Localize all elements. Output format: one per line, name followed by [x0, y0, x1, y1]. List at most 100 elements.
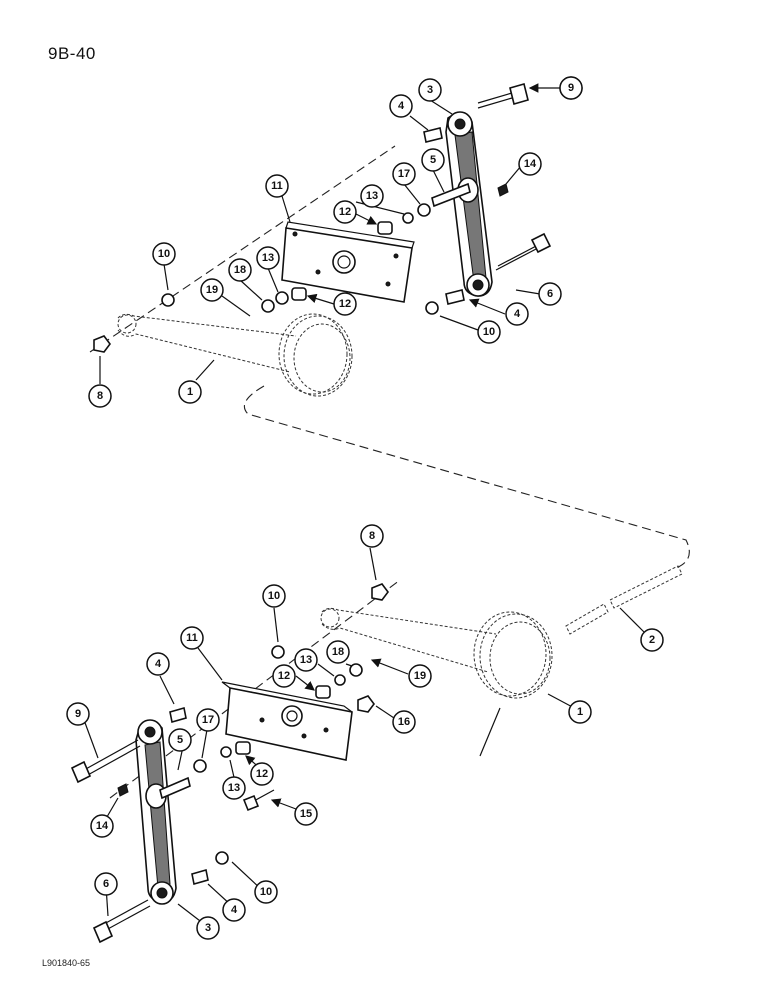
- callout-label: 4: [231, 904, 238, 916]
- callout-13-bottom-lower: 13: [222, 776, 246, 800]
- top-washer-13-upper: [402, 212, 414, 224]
- callout-label: 9: [75, 708, 81, 720]
- callout-label: 4: [514, 308, 521, 320]
- top-washer-13-lower: [275, 291, 289, 305]
- page-number: 9B-40: [48, 44, 96, 63]
- callout-12-bottom-upper: 12: [272, 664, 296, 688]
- bottom-bolt-15: [242, 789, 275, 812]
- callout-4-top-upper: 4: [389, 94, 413, 118]
- top-mounting-plate: [281, 221, 415, 303]
- callout-label: 11: [186, 632, 198, 644]
- callout-10-top-left: 10: [152, 242, 176, 266]
- callout-6-bottom: 6: [94, 872, 118, 896]
- bottom-pivot-pin: [159, 776, 191, 800]
- callout-5-top: 5: [421, 148, 445, 172]
- callout-label: 8: [97, 390, 103, 402]
- callout-1-top: 1: [178, 380, 202, 404]
- callout-2-bottom: 2: [640, 628, 664, 652]
- bottom-mounting-plate: [221, 681, 353, 761]
- callout-9-bottom: 9: [66, 702, 90, 726]
- bottom-nut-16: [357, 695, 375, 713]
- callouts-bottom: 1 2 3 4 4 5 6 8 9 10 10 11 12 12 13 13 1…: [66, 524, 664, 940]
- callout-label: 4: [398, 100, 405, 112]
- callout-8-bottom: 8: [360, 524, 384, 548]
- drawing-reference: L901840-65: [42, 958, 91, 968]
- callout-18-bottom: 18: [326, 640, 350, 664]
- callout-label: 13: [366, 190, 378, 202]
- callout-11-top: 11: [265, 174, 289, 198]
- callout-label: 3: [427, 84, 433, 96]
- rod-piece-2a: [565, 603, 609, 635]
- top-bolt-6: [495, 232, 552, 271]
- bottom-bushing-lower: [191, 868, 209, 886]
- top-nut-8: [93, 335, 111, 353]
- bottom-grease-fitting: [117, 783, 129, 797]
- callout-18-top: 18: [228, 258, 252, 282]
- top-washer-18: [261, 299, 275, 313]
- top-bushing-12-upper: [377, 221, 393, 235]
- top-alignment-axis: [89, 145, 396, 353]
- callout-14-bottom: 14: [90, 814, 114, 838]
- callout-8-top: 8: [88, 384, 112, 408]
- callout-label: 10: [158, 248, 170, 260]
- callout-9-top-label: 9: [559, 76, 583, 100]
- bottom-washer-18: [349, 663, 363, 677]
- callout-14-top: 14: [518, 152, 542, 176]
- callout-12-bottom-lower: 12: [250, 762, 274, 786]
- top-bushing-lower: [445, 289, 465, 305]
- callout-label: 13: [262, 252, 274, 264]
- callout-4-bottom-lower: 4: [222, 898, 246, 922]
- callout-label: 8: [369, 530, 375, 542]
- top-link-arm-phantom: [117, 313, 353, 397]
- callout-label: 12: [339, 206, 351, 218]
- callout-label: 12: [256, 768, 268, 780]
- top-bell-crank-lever: [445, 111, 493, 297]
- callout-label: 13: [228, 782, 240, 794]
- callout-label: 3: [205, 922, 211, 934]
- callouts-top: 1 3 4 4 5 6 8 10 10 11 12 12 13 13 14 17…: [88, 76, 583, 408]
- callout-10-top-right: 10: [477, 320, 501, 344]
- callout-17-top: 17: [392, 162, 416, 186]
- callout-label: 14: [96, 820, 109, 832]
- callout-label: 5: [430, 154, 436, 166]
- callout-4-bottom-upper: 4: [146, 652, 170, 676]
- callout-label: 19: [206, 284, 218, 296]
- callout-label: 10: [260, 886, 272, 898]
- callout-16-bottom: 16: [392, 710, 416, 734]
- bottom-bushing-12-upper: [315, 685, 331, 699]
- callout-label: 9: [568, 82, 574, 94]
- top-bushing-upper: [423, 127, 443, 143]
- bottom-washer-13-lower: [220, 746, 232, 758]
- callout-3-top: 3: [418, 78, 442, 102]
- callout-10-bottom-upper: 10: [262, 584, 286, 608]
- bottom-washer-10-upper: [271, 645, 285, 659]
- callout-17-bottom: 17: [196, 708, 220, 732]
- top-bolt-9: [477, 83, 529, 109]
- callout-11-bottom: 11: [180, 626, 204, 650]
- top-washer-10-left: [161, 293, 175, 307]
- top-washer-17: [417, 203, 431, 217]
- callout-10-bottom-lower: 10: [254, 880, 278, 904]
- bottom-nut-8: [371, 583, 389, 601]
- callout-label: 1: [187, 386, 193, 398]
- callout-label: 12: [339, 298, 351, 310]
- connecting-rod-path: [243, 385, 690, 569]
- callout-label: 6: [103, 878, 109, 890]
- bottom-washer-10-lower: [215, 851, 229, 865]
- callout-4-top-lower: 4: [505, 302, 529, 326]
- callout-label: 11: [271, 180, 283, 192]
- callout-label: 10: [268, 590, 280, 602]
- bottom-bolt-9: [70, 739, 141, 784]
- callout-15-bottom: 15: [294, 802, 318, 826]
- top-grease-fitting: [497, 183, 509, 197]
- callout-label: 10: [483, 326, 495, 338]
- callout-label: 18: [234, 264, 246, 276]
- callout-19-top: 19: [200, 278, 224, 302]
- callout-label: 18: [332, 646, 344, 658]
- callout-label: 12: [278, 670, 290, 682]
- bottom-bell-crank-lever: [135, 719, 177, 905]
- bottom-link-arm-phantom: [320, 607, 553, 699]
- callout-label: 5: [177, 734, 183, 746]
- bottom-bolt-6: [92, 899, 151, 944]
- bottom-bushing-12-lower: [235, 741, 251, 755]
